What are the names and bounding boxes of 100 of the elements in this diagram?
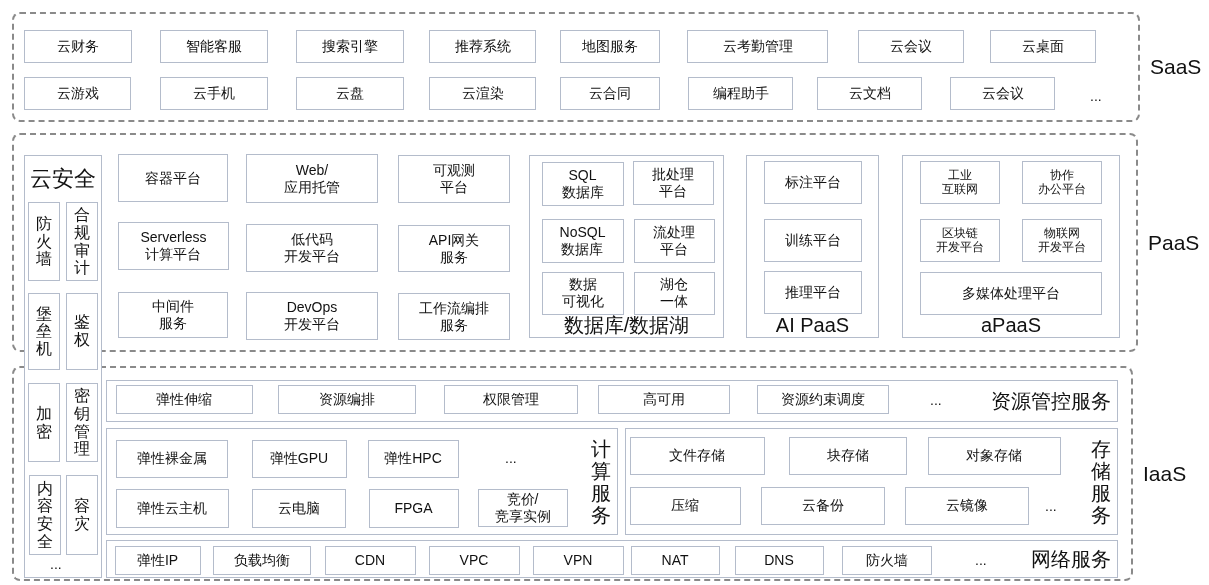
- group-title: 资源管控服务: [991, 388, 1111, 414]
- service-label: 云文档: [848, 85, 891, 102]
- group-panel: [746, 155, 879, 338]
- service-box: [114, 545, 201, 575]
- service-box: [118, 292, 228, 338]
- group-panel: [106, 540, 1118, 578]
- service-label: 防火墙: [865, 551, 908, 569]
- service-box: [788, 436, 907, 475]
- service-box: [27, 292, 60, 370]
- service-label: FPGA: [394, 499, 433, 517]
- service-label: 湖仓一体: [660, 276, 688, 310]
- service-label: 工业互联网: [941, 167, 978, 197]
- service-box: [429, 77, 536, 110]
- service-label: 弹性IP: [136, 551, 179, 569]
- ellipsis-text: ...: [1090, 88, 1102, 104]
- service-box: [760, 486, 885, 525]
- service-box: [212, 545, 311, 575]
- service-box: [115, 488, 229, 528]
- group-panel: [625, 428, 1118, 535]
- service-label: 多媒体处理平台: [961, 284, 1060, 302]
- service-label: 地图服务: [582, 38, 638, 55]
- service-label: VPC: [459, 551, 489, 569]
- service-label: 推荐系统: [454, 38, 511, 55]
- service-box: [904, 486, 1029, 525]
- service-box: [66, 383, 98, 462]
- service-box: [560, 30, 660, 63]
- service-box: [324, 545, 416, 575]
- service-box: [756, 384, 889, 414]
- service-label: 文件存储: [669, 447, 725, 464]
- group-title: 数据库/数据湖: [562, 314, 691, 336]
- service-label: 中间件服务: [152, 298, 194, 332]
- service-box: [629, 436, 765, 475]
- service-label: 弹性HPC: [384, 450, 442, 467]
- service-box: [763, 218, 862, 262]
- service-label: 区块链开发平台: [935, 225, 984, 255]
- service-label: 云合同: [589, 85, 631, 102]
- service-box: [687, 30, 828, 63]
- service-label: DNS: [764, 551, 794, 569]
- service-label: 云盘: [336, 85, 364, 102]
- service-label: 合规审计: [74, 206, 90, 277]
- service-label: API网关服务: [428, 231, 480, 266]
- service-box: [160, 77, 268, 110]
- service-box: [428, 545, 520, 575]
- service-label: 弹性云主机: [137, 499, 207, 517]
- service-box: [246, 154, 378, 203]
- service-label: 智能客服: [186, 38, 242, 55]
- service-box: [841, 545, 932, 575]
- ellipsis-text: ...: [505, 450, 517, 466]
- service-label: 防火墙: [36, 215, 52, 268]
- service-label: 物联网开发平台: [1037, 225, 1086, 255]
- service-box: [541, 218, 624, 263]
- ellipsis-text: ...: [975, 552, 987, 568]
- service-label: 密钥管理: [74, 387, 90, 458]
- service-box: [65, 292, 98, 370]
- service-label: 云渲染: [461, 85, 504, 102]
- service-box: [296, 30, 404, 63]
- service-box: [398, 293, 510, 340]
- service-box: [251, 488, 346, 528]
- service-box: [633, 271, 715, 315]
- service-label: 云考勤管理: [722, 38, 793, 55]
- service-label: 资源编排: [318, 390, 375, 408]
- layer-label: PaaS: [1148, 230, 1200, 255]
- service-label: 云镜像: [945, 497, 988, 514]
- service-label: NAT: [661, 551, 689, 569]
- service-label: 训练平台: [784, 231, 841, 249]
- service-box: [118, 222, 229, 270]
- service-box: [919, 218, 1000, 262]
- service-box: [115, 439, 228, 478]
- group-panel: [902, 155, 1120, 338]
- service-label: 协作办公平台: [1037, 167, 1086, 197]
- service-box: [763, 270, 862, 314]
- service-label: SQL数据库: [561, 166, 604, 201]
- service-box: [429, 30, 536, 63]
- service-box: [688, 77, 793, 110]
- service-label: 压缩: [671, 497, 699, 514]
- service-box: [632, 160, 714, 205]
- service-label: 鉴权: [73, 313, 90, 349]
- service-box: [246, 224, 378, 272]
- service-label: 批处理平台: [652, 165, 694, 200]
- service-label: 云会议: [981, 85, 1024, 102]
- service-label: 弹性伸缩: [156, 390, 212, 408]
- service-box: [597, 384, 730, 414]
- service-label: 负载均衡: [233, 551, 290, 569]
- service-box: [296, 77, 404, 110]
- service-box: [919, 271, 1102, 315]
- service-box: [629, 486, 741, 525]
- service-label: 容灾: [74, 497, 90, 533]
- service-label: 资源约束调度: [780, 390, 865, 408]
- service-label: 内容安全: [37, 479, 53, 551]
- ellipsis-text: ...: [50, 556, 62, 572]
- service-box: [532, 545, 624, 575]
- ellipsis-text: ...: [930, 392, 942, 408]
- service-label: 云会议: [890, 38, 932, 55]
- service-label: 流处理平台: [653, 223, 695, 258]
- service-box: [477, 488, 568, 527]
- service-label: CDN: [354, 551, 386, 569]
- service-box: [251, 439, 347, 478]
- service-box: [160, 30, 268, 63]
- service-label: NoSQL数据库: [559, 223, 606, 258]
- service-box: [817, 77, 922, 110]
